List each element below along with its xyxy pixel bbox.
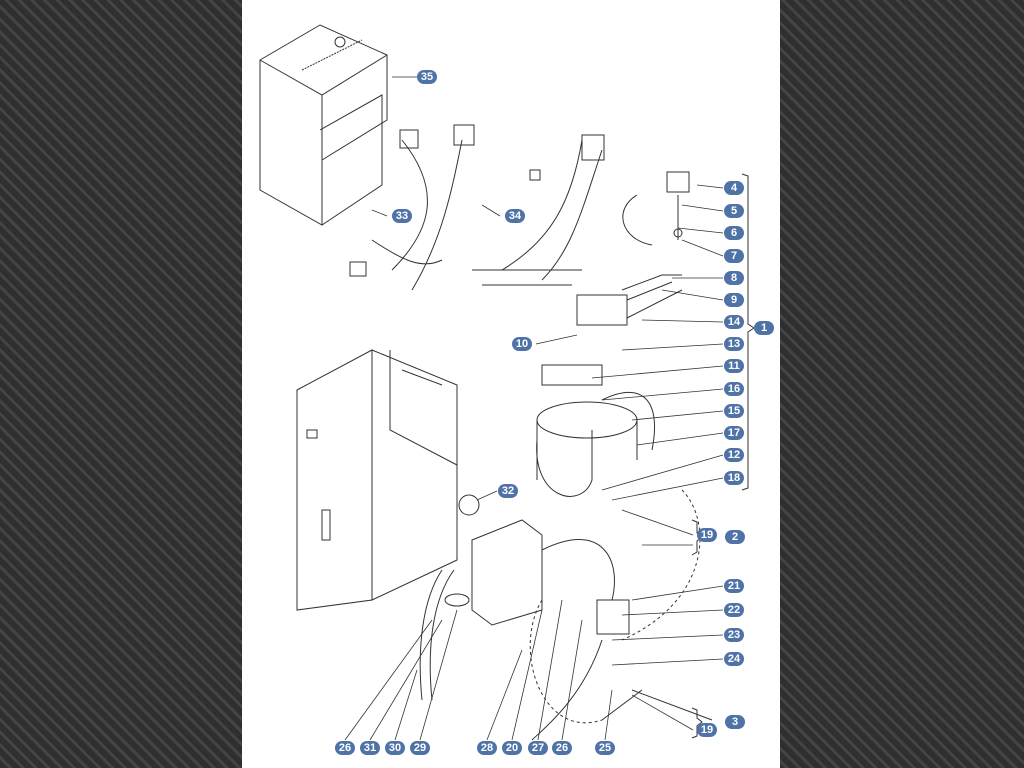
callout-2: 2 — [725, 530, 745, 544]
lower-housing — [296, 349, 458, 611]
boiler — [536, 364, 656, 497]
callout-3: 3 — [725, 715, 745, 729]
callout-8: 8 — [724, 271, 744, 285]
callout-13: 13 — [724, 337, 744, 351]
callout-24: 24 — [724, 652, 744, 666]
callout-16: 16 — [724, 382, 744, 396]
callout-20: 20 — [502, 741, 522, 755]
callout-9: 9 — [724, 293, 744, 307]
callout-28: 28 — [477, 741, 497, 755]
upper-housing — [259, 24, 388, 226]
callout-7: 7 — [724, 249, 744, 263]
callout-34: 34 — [505, 209, 525, 223]
callout-33: 33 — [392, 209, 412, 223]
wiring-harness-33 — [349, 124, 475, 291]
callout-26-right: 26 — [552, 741, 572, 755]
callout-31: 31 — [360, 741, 380, 755]
callout-19: 19 — [697, 528, 717, 542]
callout-19-lower: 19 — [697, 723, 717, 737]
pump-bracket — [419, 489, 713, 741]
callout-21: 21 — [724, 579, 744, 593]
callout-18: 18 — [724, 471, 744, 485]
callout-17: 17 — [724, 426, 744, 440]
solenoid-valve-assembly — [576, 171, 690, 326]
callout-27: 27 — [528, 741, 548, 755]
callout-6: 6 — [724, 226, 744, 240]
callout-bracket-3 — [691, 707, 703, 739]
callout-32: 32 — [498, 484, 518, 498]
exploded-parts-drawing — [259, 24, 755, 741]
callout-bracket-1 — [741, 173, 755, 491]
callout-10: 10 — [512, 337, 532, 351]
callout-26: 26 — [335, 741, 355, 755]
callout-15: 15 — [724, 404, 744, 418]
callout-30: 30 — [385, 741, 405, 755]
wiring-harness-34 — [472, 134, 605, 286]
callout-29: 29 — [410, 741, 430, 755]
callout-1: 1 — [754, 321, 774, 335]
leader-lines — [344, 76, 724, 741]
callout-14: 14 — [724, 315, 744, 329]
callout-25: 25 — [595, 741, 615, 755]
callout-5: 5 — [724, 204, 744, 218]
callout-23: 23 — [724, 628, 744, 642]
callout-12: 12 — [724, 448, 744, 462]
callout-11: 11 — [724, 359, 744, 373]
diagram-page: 35 33 34 4 5 6 7 8 9 10 14 1 13 11 16 15… — [242, 0, 780, 768]
callout-35: 35 — [417, 70, 437, 84]
callout-22: 22 — [724, 603, 744, 617]
callout-4: 4 — [724, 181, 744, 195]
